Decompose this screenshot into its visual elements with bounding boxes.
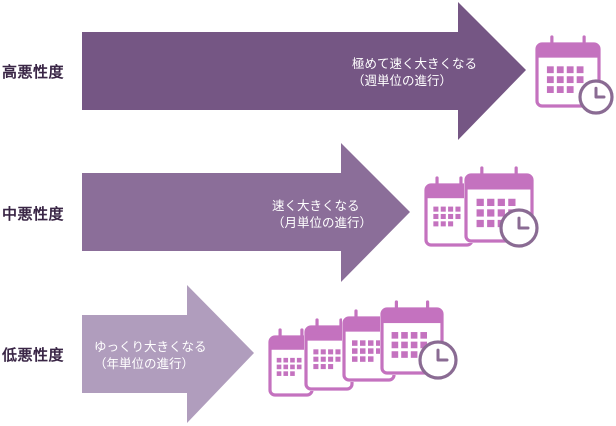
desc-line2: （年単位の進行） [94, 356, 195, 371]
clock-icon [499, 208, 539, 248]
row-label-low: 低悪性度 [2, 346, 65, 364]
desc-line1: ゆっくり大きくなる [94, 339, 207, 354]
calendar-icon [535, 35, 601, 108]
arrow-mid [82, 143, 410, 282]
arrow-text-low: ゆっくり大きくなる （年単位の進行） [94, 338, 207, 372]
desc-line2: （月単位の進行） [272, 215, 373, 230]
clock-icon [418, 340, 458, 380]
arrow-text-high: 極めて速く大きくなる （週単位の進行） [352, 55, 477, 89]
desc-line1: 極めて速く大きくなる [352, 56, 478, 71]
desc-line2: （週単位の進行） [352, 73, 453, 88]
desc-line1: 速く大きくなる [272, 198, 360, 213]
row-label-high: 高悪性度 [2, 63, 65, 81]
calendar-group [268, 35, 614, 397]
arrow-text-mid: 速く大きくなる （月単位の進行） [272, 197, 372, 231]
arrow-low [82, 285, 254, 423]
arrow-high [82, 2, 526, 140]
clock-icon [578, 79, 614, 115]
row-label-mid: 中悪性度 [2, 205, 65, 223]
